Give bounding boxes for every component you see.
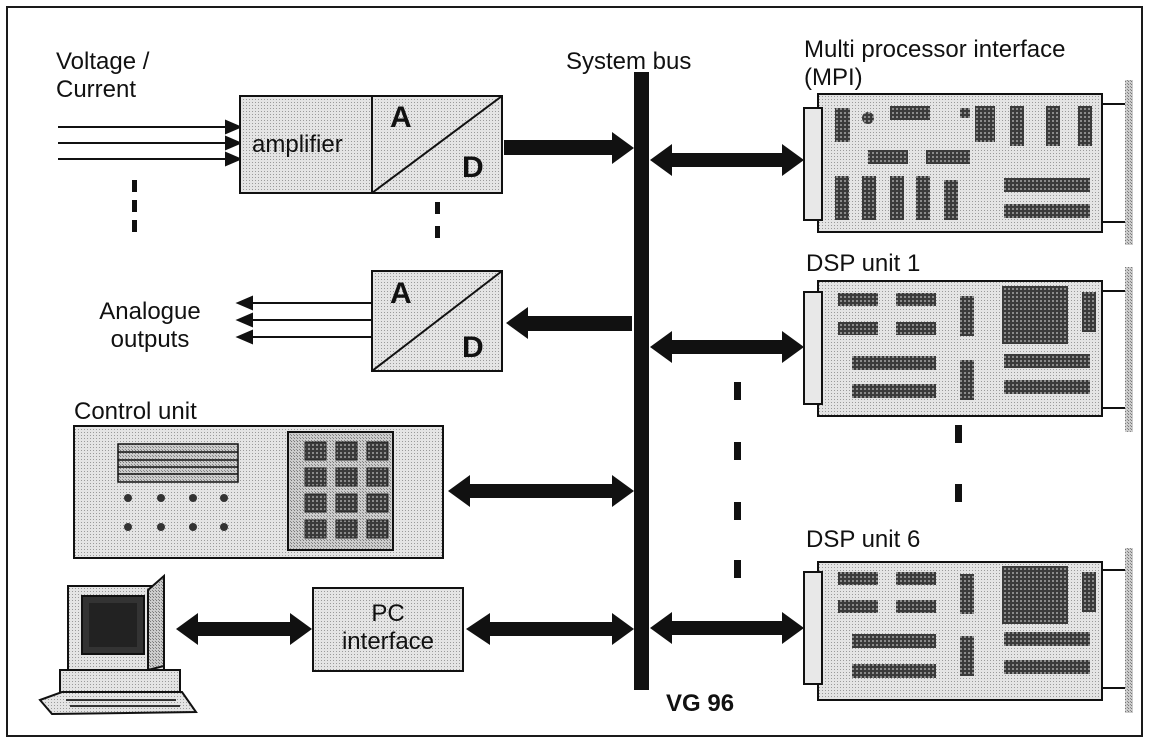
adc-diagonal xyxy=(371,95,503,194)
control-bus-arrow xyxy=(448,475,634,507)
input-lines xyxy=(58,119,243,232)
control-unit-slots xyxy=(117,443,239,483)
dsp6-label: DSP unit 6 xyxy=(806,526,921,553)
continuation-dots xyxy=(734,382,962,578)
voltage-label: Voltage / xyxy=(56,48,150,75)
mpi-title: Multi processor interface xyxy=(804,36,1066,63)
adc-dots xyxy=(435,202,440,238)
current-label: Current xyxy=(56,76,137,103)
pc-interface-label: PC interface xyxy=(313,600,463,656)
system-bus-label: System bus xyxy=(566,48,692,75)
control-unit-keypad xyxy=(287,431,394,551)
pc-computer-icon xyxy=(38,573,198,716)
bus-mpi-arrow xyxy=(650,144,804,176)
amplifier-adc-block xyxy=(239,95,503,194)
pc-interface-box xyxy=(312,587,464,672)
pc-interface-arrow xyxy=(176,613,312,645)
system-bus-bar xyxy=(634,72,649,690)
pc-interface-bus-arrow xyxy=(466,613,634,645)
analogue-outputs-label: Analogue outputs xyxy=(80,298,220,354)
bus-to-dac-arrow xyxy=(506,307,632,339)
amplifier-box xyxy=(239,95,373,194)
dac-a-label: A xyxy=(390,277,412,310)
pc-label: PC xyxy=(371,600,405,627)
bus-dsp6-arrow xyxy=(650,612,804,644)
voltage-current-label: Voltage / Current xyxy=(56,48,149,104)
outputs-label: outputs xyxy=(110,326,190,353)
dsp1-label: DSP unit 1 xyxy=(806,250,921,277)
adc-a-label: A xyxy=(390,101,412,134)
analogue-label: Analogue xyxy=(99,298,201,325)
interface-label: interface xyxy=(341,628,435,655)
dsp1-card xyxy=(803,267,1133,432)
dsp6-card xyxy=(803,548,1133,713)
bus-id-label: VG 96 xyxy=(666,690,735,717)
control-unit-knobs xyxy=(124,494,228,531)
analogue-output-arrows xyxy=(235,295,372,345)
adc-to-bus-arrow xyxy=(504,132,634,164)
mpi-abbrev: (MPI) xyxy=(804,64,863,91)
control-unit-label: Control unit xyxy=(74,398,197,425)
diagram-frame xyxy=(6,6,1143,737)
amplifier-label: amplifier xyxy=(252,131,343,158)
mpi-card xyxy=(803,80,1133,245)
adc-d-label: D xyxy=(462,151,484,184)
mpi-label: Multi processor interface (MPI) xyxy=(804,36,1065,92)
dac-block xyxy=(371,270,503,372)
dac-d-label: D xyxy=(462,331,484,364)
control-unit xyxy=(73,425,444,559)
bus-dsp1-arrow xyxy=(650,331,804,363)
